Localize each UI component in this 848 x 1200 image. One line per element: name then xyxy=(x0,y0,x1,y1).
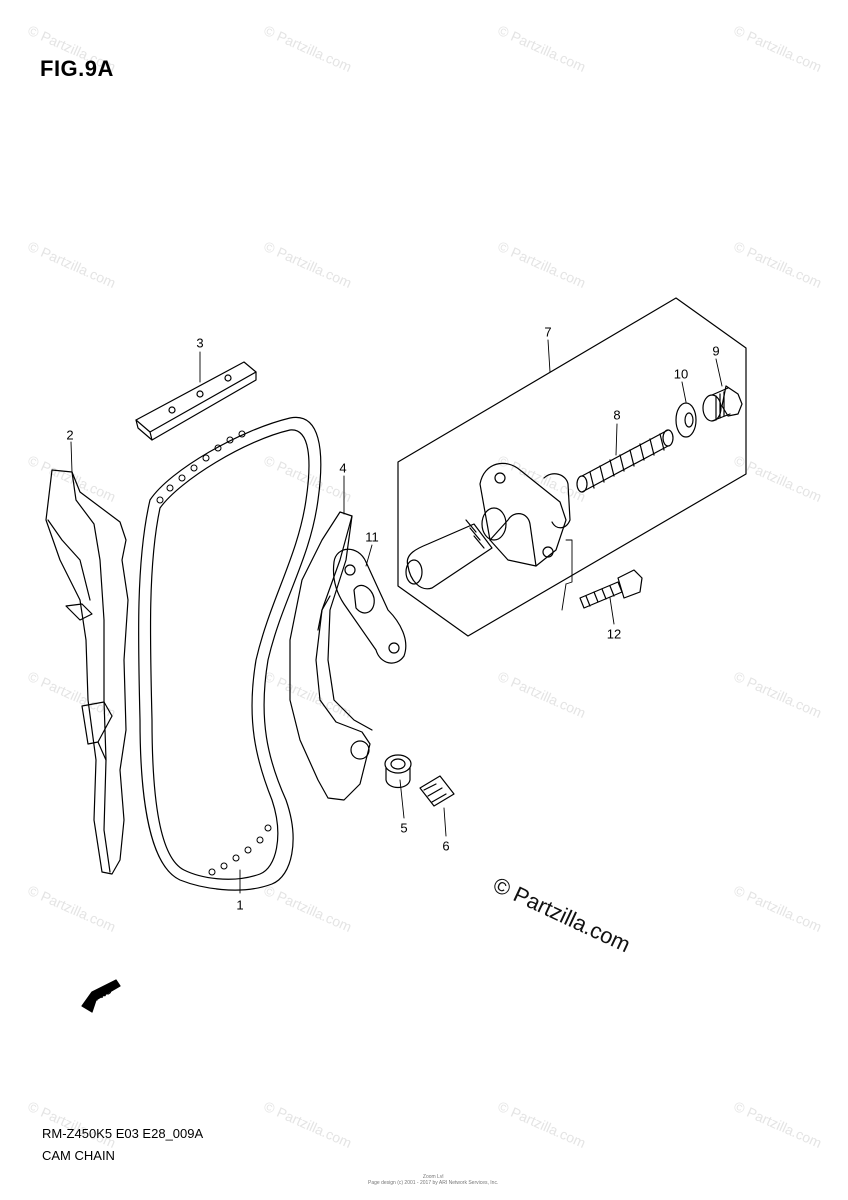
part-10-washer xyxy=(675,402,697,438)
model-code: RM-Z450K5 E03 E28_009A xyxy=(42,1126,204,1141)
part-7-tensioner-body xyxy=(405,462,571,590)
callout-2: 2 xyxy=(66,427,74,443)
callout-6: 6 xyxy=(442,838,450,854)
footer-credit: Zoom Lvl Page design (c) 2001 - 2017 by … xyxy=(368,1174,498,1186)
fwd-arrow xyxy=(81,979,121,1013)
callout-8: 8 xyxy=(613,407,621,423)
part-12-bolt xyxy=(579,569,643,609)
part-2-chain-guide xyxy=(45,469,129,875)
part-11-gasket xyxy=(332,548,407,664)
leader-lines xyxy=(70,339,723,894)
footer-line-1: Zoom Lvl xyxy=(422,1174,444,1180)
callout-4: 4 xyxy=(339,460,347,476)
callout-5: 5 xyxy=(400,820,408,836)
part-9-plug xyxy=(702,385,743,422)
part-3-guide-plate xyxy=(135,361,257,441)
figure-title: FIG.9A xyxy=(40,56,114,81)
section-name: CAM CHAIN xyxy=(42,1148,115,1163)
part-1-cam-chain xyxy=(137,416,322,891)
footer-line-2: Page design (c) 2001 - 2017 by ARI Netwo… xyxy=(368,1180,499,1186)
part-8-spring xyxy=(576,429,674,493)
part-5-bushing xyxy=(384,754,412,789)
callout-9: 9 xyxy=(712,343,720,359)
callout-10: 10 xyxy=(673,366,689,382)
part-6-bolt xyxy=(419,775,455,807)
callout-1: 1 xyxy=(236,897,244,913)
part-4-tensioner-arm xyxy=(289,511,373,801)
callout-7: 7 xyxy=(544,324,552,340)
callout-11: 11 xyxy=(365,529,379,545)
callout-12: 12 xyxy=(606,626,622,642)
part-7-group-box xyxy=(397,297,747,637)
callout-3: 3 xyxy=(196,335,204,351)
